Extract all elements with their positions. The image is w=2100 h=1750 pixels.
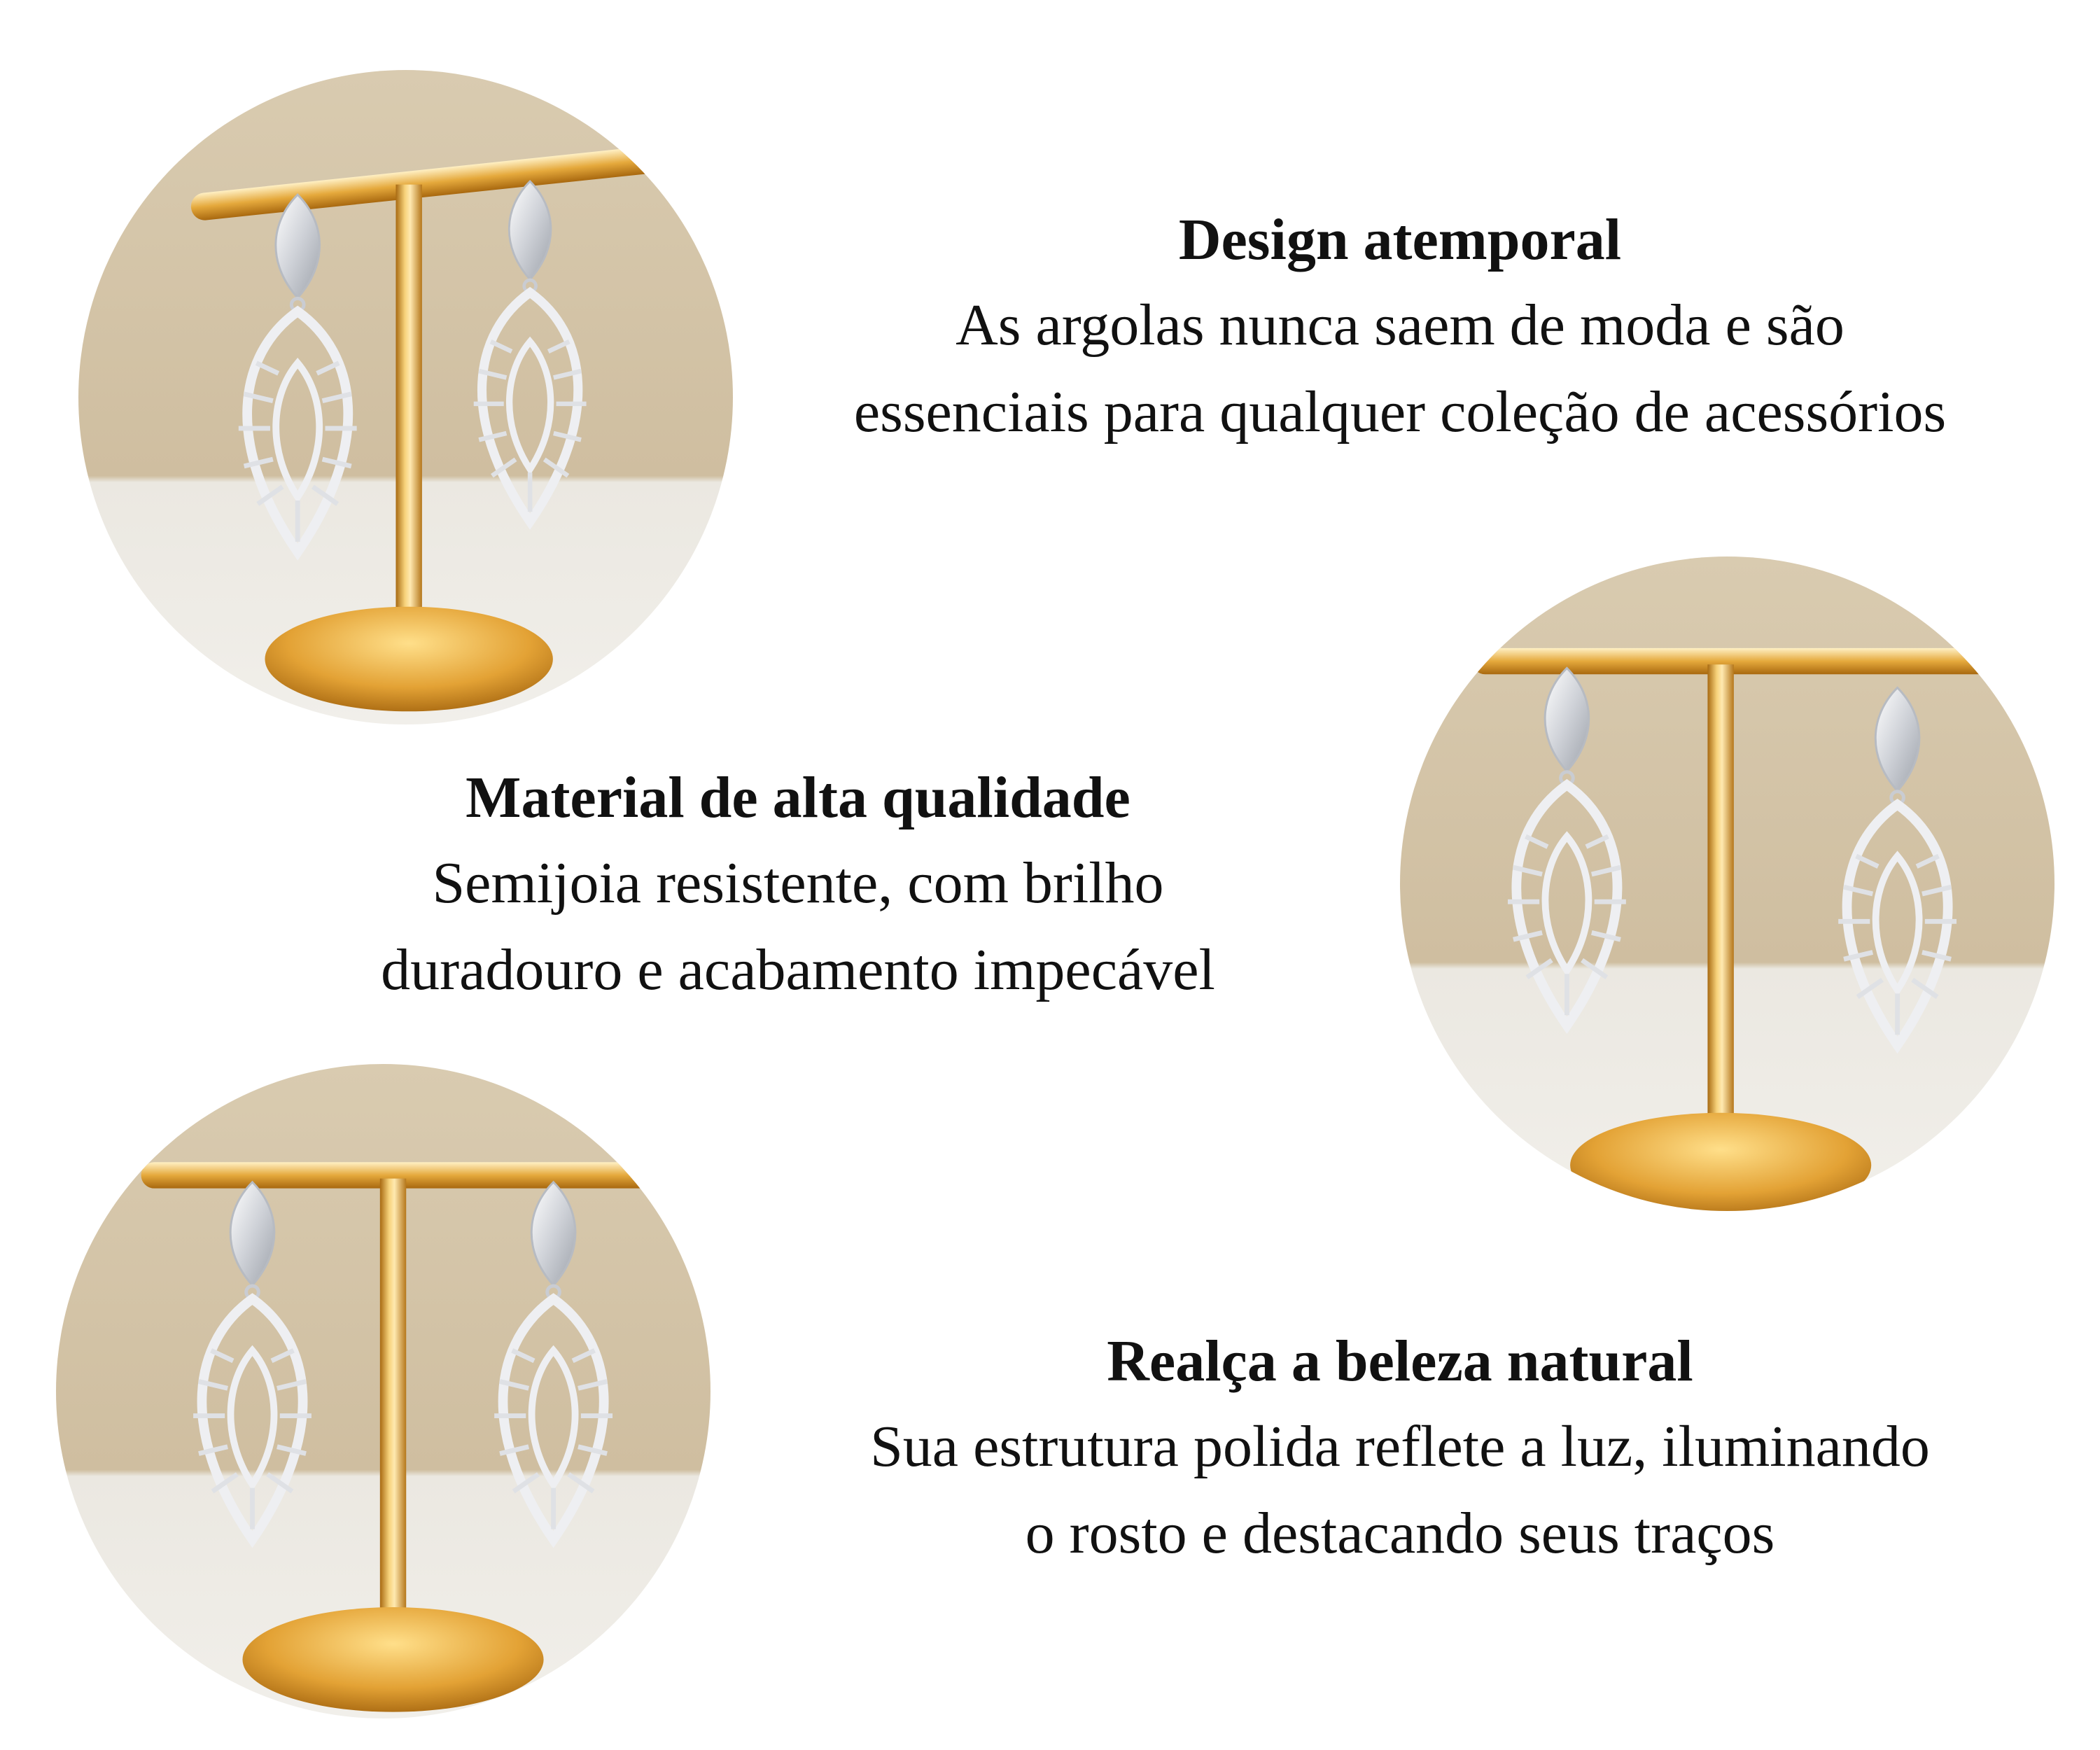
feature-text-line: Semijoia resistente, com brilho: [432, 850, 1164, 916]
feature-block-1: Design atemporal As argolas nunca saem d…: [728, 198, 2072, 456]
feature-block-3: Realça a beleza natural Sua estrutura po…: [728, 1320, 2072, 1577]
earring-photo-1: [78, 70, 733, 724]
feature-text-line: essenciais para qualquer coleção de aces…: [853, 379, 1947, 444]
feature-title: Material de alta qualidade: [465, 765, 1130, 830]
earring-stand-image: [1400, 556, 2054, 1211]
feature-text-line: duradouro e acabamento impecável: [381, 937, 1215, 1002]
feature-text-line: As argolas nunca saem de moda e são: [955, 293, 1844, 358]
earring-photo-3: [56, 1064, 710, 1718]
earring-photo-2: [1400, 556, 2054, 1211]
earring-stand-image: [78, 70, 733, 724]
feature-text-line: Sua estrutura polida reflete a luz, ilum…: [870, 1414, 1930, 1479]
feature-text-line: o rosto e destacando seus traços: [1025, 1501, 1775, 1566]
feature-block-2: Material de alta qualidade Semijoia resi…: [210, 756, 1386, 1014]
feature-title: Design atemporal: [1178, 207, 1622, 272]
feature-title: Realça a beleza natural: [1107, 1329, 1693, 1394]
earring-stand-image: [56, 1064, 710, 1718]
